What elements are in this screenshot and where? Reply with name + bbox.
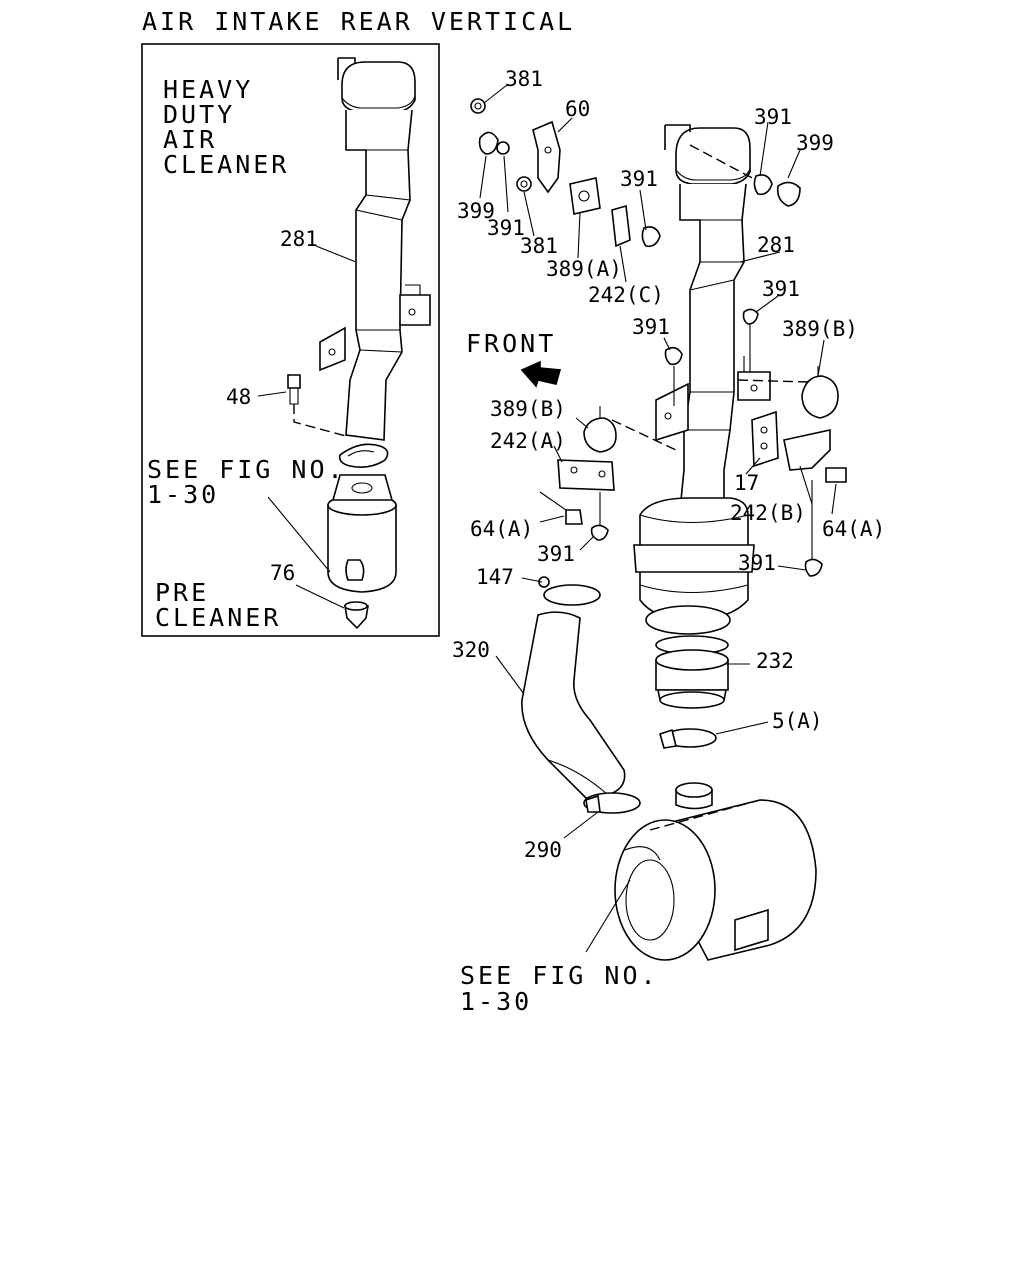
callout-64a-right: 64(A) [822, 517, 885, 541]
see-fig-main-line2: 1-30 [460, 987, 532, 1016]
callout-389b-right: 389(B) [782, 317, 858, 341]
callout-381-left: 381 [520, 234, 558, 258]
clamp-290 [583, 792, 641, 814]
inset-see-fig-line1: SEE FIG NO. [147, 455, 346, 484]
callout-389b-left: 389(B) [490, 397, 566, 421]
callout-381-top: 381 [505, 67, 543, 91]
callout-5a: 5(A) [772, 709, 823, 733]
callout-242a: 242(A) [490, 429, 566, 453]
hose-320 [521, 611, 626, 799]
clamp-5a [659, 728, 717, 749]
leaders [479, 84, 837, 953]
main-duct-281 [633, 124, 771, 635]
callout-147: 147 [476, 565, 514, 589]
inset-heavy-duty-air-cleaner: HEAVY DUTY AIR CLEANER [141, 43, 440, 637]
callout-389a: 389(A) [546, 257, 622, 281]
callout-48: 48 [226, 385, 251, 409]
inset-see-fig-line2: 1-30 [147, 480, 219, 509]
pre-cleaner-line2: CLEANER [155, 603, 281, 632]
callout-391-low-right: 391 [738, 551, 776, 575]
callout-391-left: 391 [487, 216, 525, 240]
callout-290: 290 [524, 838, 562, 862]
front-label: FRONT [466, 329, 556, 358]
callout-391-right: 391 [762, 277, 800, 301]
callout-281-inset: 281 [280, 227, 318, 251]
callout-232: 232 [756, 649, 794, 673]
inset-heading-line1: HEAVY [163, 75, 253, 104]
inset-duct-281 [287, 57, 431, 630]
callout-281-main: 281 [757, 233, 795, 257]
clamp-147 [538, 576, 601, 606]
pre-cleaner-line1: PRE [155, 578, 209, 607]
callout-17: 17 [734, 471, 759, 495]
callout-391-center: 391 [632, 315, 670, 339]
sleeve-232 [655, 635, 729, 709]
callout-399-left: 399 [457, 199, 495, 223]
callout-76: 76 [270, 561, 295, 585]
see-fig-main-line1: SEE FIG NO. [460, 961, 659, 990]
callout-64a-left: 64(A) [470, 517, 533, 541]
inset-heading-line4: CLEANER [163, 150, 289, 179]
inset-heading-line2: DUTY [163, 100, 235, 129]
diagram-title: AIR INTAKE REAR VERTICAL [142, 7, 575, 36]
callout-60: 60 [565, 97, 590, 121]
callout-391-low: 391 [537, 542, 575, 566]
callout-391-top: 391 [754, 105, 792, 129]
callout-399-right: 399 [796, 131, 834, 155]
lower-air-cleaner [614, 782, 817, 961]
callout-391-mid: 391 [620, 167, 658, 191]
inset-heading-line3: AIR [163, 125, 217, 154]
callout-242c: 242(C) [588, 283, 664, 307]
callout-320: 320 [452, 638, 490, 662]
callout-242b: 242(B) [730, 501, 806, 525]
hardware-upper-left [470, 98, 801, 248]
